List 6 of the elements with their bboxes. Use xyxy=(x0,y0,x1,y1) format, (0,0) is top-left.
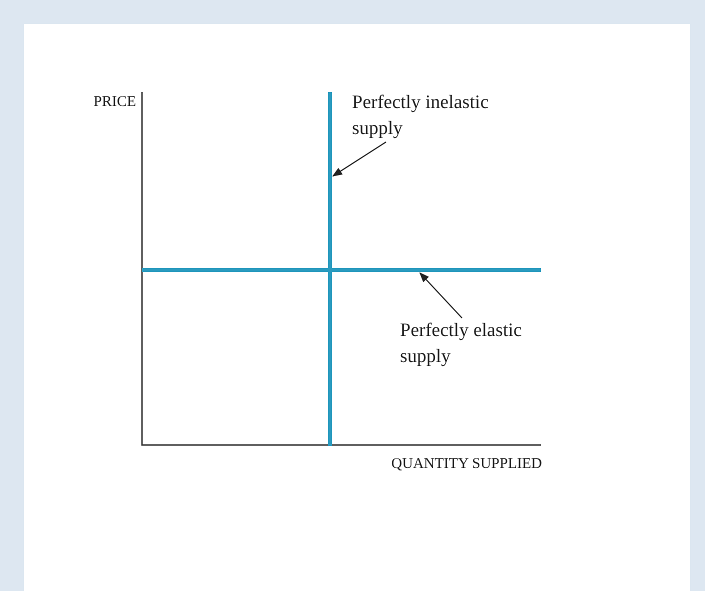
leader-arrow xyxy=(332,142,386,177)
curve-label: Perfectly inelastic supply xyxy=(352,90,542,142)
axis-label: QUANTITY SUPPLIED xyxy=(390,455,542,474)
leader-arrow xyxy=(419,272,462,318)
axis-label: PRICE xyxy=(92,93,136,112)
curve-label: Perfectly elastic supply xyxy=(400,318,570,370)
